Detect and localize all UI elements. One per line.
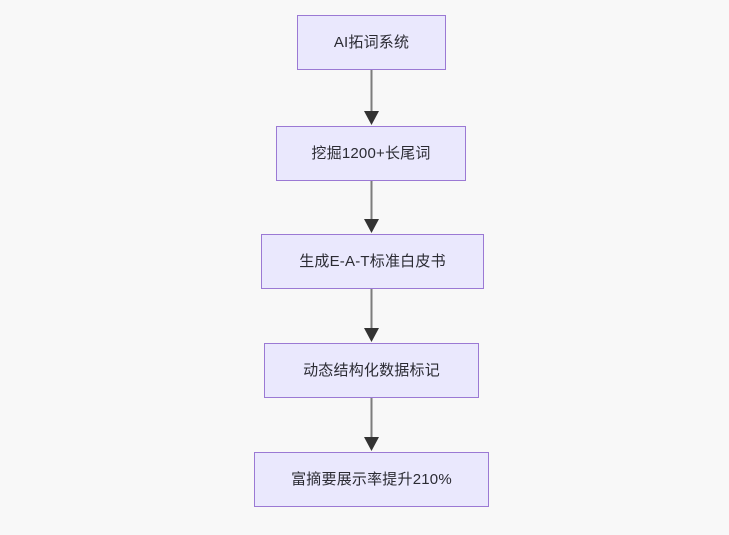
flowchart-node-rich-snippet-result[interactable]: 富摘要展示率提升210% [254, 452, 489, 507]
node-label: 挖掘1200+长尾词 [311, 145, 431, 162]
flowchart-node-structured-data-markup[interactable]: 动态结构化数据标记 [264, 343, 479, 398]
edge-n2-n3 [364, 181, 379, 233]
node-label: 动态结构化数据标记 [303, 362, 440, 379]
flowchart-node-ai-keyword-system[interactable]: AI拓词系统 [297, 15, 446, 70]
node-label: AI拓词系统 [333, 34, 410, 51]
node-label: 富摘要展示率提升210% [291, 471, 452, 488]
arrowhead-icon [364, 437, 379, 451]
flowchart-node-longtail-mining[interactable]: 挖掘1200+长尾词 [276, 126, 466, 181]
arrowhead-icon [364, 219, 379, 233]
arrowhead-icon [364, 111, 379, 125]
arrowhead-icon [364, 328, 379, 342]
node-label: 生成E-A-T标准白皮书 [299, 253, 446, 270]
edge-n3-n4 [364, 289, 379, 342]
edge-n4-n5 [364, 398, 379, 451]
flowchart-node-eat-whitepaper[interactable]: 生成E-A-T标准白皮书 [261, 234, 484, 289]
edge-n1-n2 [364, 70, 379, 125]
